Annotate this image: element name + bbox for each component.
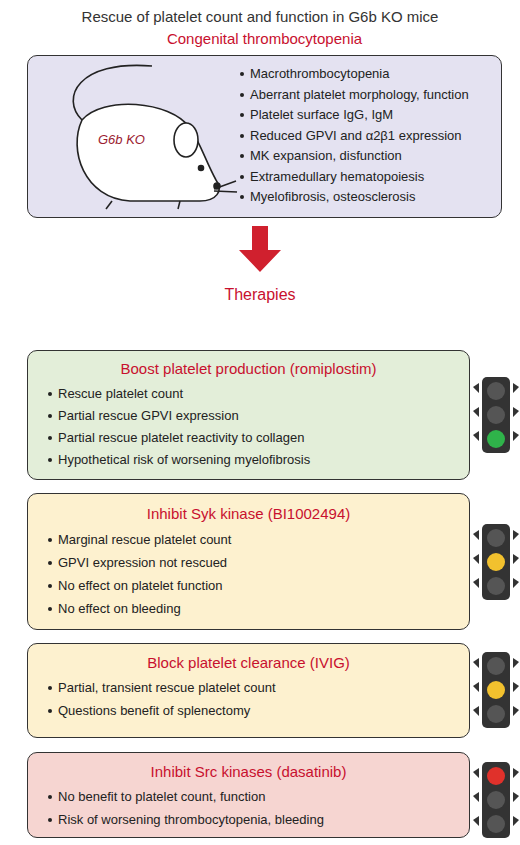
- traffic-light: [473, 377, 519, 453]
- light-red: [487, 767, 505, 785]
- bullet-text: MK expansion, disfunction: [250, 148, 402, 163]
- bullet-text: GPVI expression not rescued: [58, 555, 227, 570]
- bullet-text: Partial rescue platelet reactivity to co…: [58, 430, 304, 445]
- bullet-text: No effect on bleeding: [58, 601, 181, 616]
- bullet-item: Marginal rescue platelet count: [58, 532, 231, 548]
- light-green: [487, 430, 505, 448]
- bullet-dot: [240, 195, 244, 199]
- bullet-item: Platelet surface IgG, IgM: [250, 107, 393, 123]
- bullet-dot: [240, 72, 244, 76]
- bullet-dot: [48, 818, 52, 822]
- bullet-text: Platelet surface IgG, IgM: [250, 107, 393, 122]
- bullet-dot: [240, 113, 244, 117]
- bullet-item: Hypothetical risk of worsening myelofibr…: [58, 452, 310, 468]
- bullet-item: Extramedullary hematopoiesis: [250, 169, 424, 185]
- bullet-text: Hypothetical risk of worsening myelofibr…: [58, 452, 310, 467]
- bullet-text: Marginal rescue platelet count: [58, 532, 231, 547]
- bullet-dot: [48, 458, 52, 462]
- light-housing: [482, 377, 510, 453]
- bullet-item: Partial, transient rescue platelet count: [58, 680, 276, 696]
- bullet-item: MK expansion, disfunction: [250, 148, 402, 164]
- box-heading: Inhibit Syk kinase (BI1002494): [28, 505, 469, 522]
- traffic-light: [473, 652, 519, 728]
- bullet-item: Rescue platelet count: [58, 386, 183, 402]
- light-off: [487, 529, 505, 547]
- light-housing: [482, 524, 510, 600]
- bullet-item: No effect on platelet function: [58, 578, 223, 594]
- phenotype-box: Congenital thrombocytopeniaG6b KOMacroth…: [27, 55, 502, 218]
- bullet-text: Myelofibrosis, osteosclerosis: [250, 189, 415, 204]
- bullet-item: Questions benefit of splenectomy: [58, 703, 250, 719]
- light-visor: [473, 768, 519, 826]
- bullet-dot: [48, 436, 52, 440]
- light-housing: [482, 652, 510, 728]
- section-label: Therapies: [0, 286, 520, 304]
- bullet-text: Extramedullary hematopoiesis: [250, 169, 424, 184]
- light-off: [487, 382, 505, 400]
- bullet-item: Myelofibrosis, osteosclerosis: [250, 189, 415, 205]
- box-heading: Congenital thrombocytopenia: [28, 30, 501, 47]
- bullet-dot: [240, 175, 244, 179]
- box-heading: Inhibit Src kinases (dasatinib): [28, 763, 469, 780]
- bullet-dot: [240, 93, 244, 97]
- bullet-item: No effect on bleeding: [58, 601, 181, 617]
- bullet-item: Macrothrombocytopenia: [250, 66, 389, 82]
- bullet-dot: [48, 538, 52, 542]
- light-housing: [482, 762, 510, 838]
- light-off: [487, 705, 505, 723]
- light-off: [487, 577, 505, 595]
- bullet-text: Partial rescue GPVI expression: [58, 408, 239, 423]
- bullet-dot: [48, 795, 52, 799]
- light-yellow: [487, 553, 505, 571]
- bullet-dot: [240, 134, 244, 138]
- bullet-dot: [48, 561, 52, 565]
- box-heading: Block platelet clearance (IVIG): [28, 654, 469, 671]
- bullet-text: Partial, transient rescue platelet count: [58, 680, 276, 695]
- light-visor: [473, 383, 519, 441]
- bullet-text: Macrothrombocytopenia: [250, 66, 389, 81]
- bullet-item: Partial rescue GPVI expression: [58, 408, 239, 424]
- light-off: [487, 815, 505, 833]
- light-visor: [473, 530, 519, 588]
- therapy-box: Inhibit Src kinases (dasatinib) No benefi…: [27, 752, 470, 838]
- diagram-title: Rescue of platelet count and function in…: [0, 8, 520, 25]
- light-off: [487, 791, 505, 809]
- bullet-dot: [48, 607, 52, 611]
- box-heading: Boost platelet production (romiplostim): [28, 360, 469, 377]
- bullet-item: GPVI expression not rescued: [58, 555, 227, 571]
- bullet-text: Risk of worsening thrombocytopenia, blee…: [58, 812, 324, 827]
- bullet-text: No benefit to platelet count, function: [58, 789, 265, 804]
- bullet-text: Rescue platelet count: [58, 386, 183, 401]
- traffic-light: [473, 762, 519, 838]
- therapy-box: Boost platelet production (romiplostim) R…: [27, 350, 470, 480]
- bullet-item: Aberrant platelet morphology, function: [250, 87, 469, 103]
- bullet-dot: [48, 414, 52, 418]
- bullet-text: Reduced GPVI and α2β1 expression: [250, 128, 462, 143]
- light-off: [487, 657, 505, 675]
- bullet-dot: [240, 154, 244, 158]
- bullet-dot: [48, 686, 52, 690]
- bullet-dot: [48, 392, 52, 396]
- bullet-item: Reduced GPVI and α2β1 expression: [250, 128, 462, 144]
- bullet-text: Questions benefit of splenectomy: [58, 703, 250, 718]
- mouse-label: G6b KO: [98, 132, 145, 147]
- flow-arrow: [239, 226, 281, 272]
- bullet-item: Risk of worsening thrombocytopenia, blee…: [58, 812, 324, 828]
- bullet-text: Aberrant platelet morphology, function: [250, 87, 469, 102]
- bullet-dot: [48, 709, 52, 713]
- therapy-box: Block platelet clearance (IVIG) Partial, …: [27, 643, 470, 738]
- light-visor: [473, 658, 519, 716]
- bullet-item: No benefit to platelet count, function: [58, 789, 265, 805]
- therapy-box: Inhibit Syk kinase (BI1002494) Marginal r…: [27, 493, 470, 630]
- bullet-text: No effect on platelet function: [58, 578, 223, 593]
- bullet-item: Partial rescue platelet reactivity to co…: [58, 430, 304, 446]
- traffic-light: [473, 524, 519, 600]
- bullet-dot: [48, 584, 52, 588]
- light-yellow: [487, 681, 505, 699]
- light-off: [487, 406, 505, 424]
